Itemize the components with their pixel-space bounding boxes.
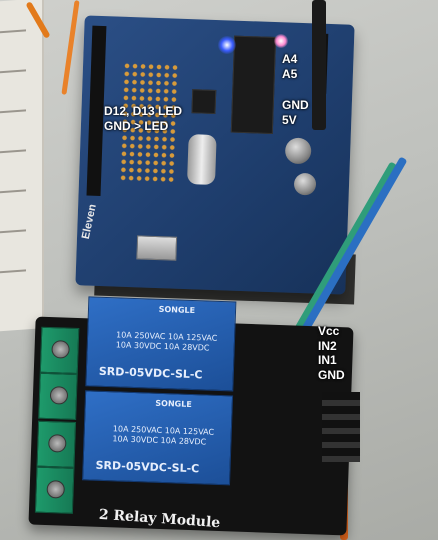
power-led <box>274 34 288 48</box>
screw-terminal <box>36 420 77 468</box>
relay-bottom: SONGLE 10A 250VAC 10A 125VAC 10A 30VDC 1… <box>82 390 234 486</box>
crystal-oscillator <box>186 134 217 186</box>
microcontroller-chip <box>230 35 277 135</box>
screw-terminal <box>34 466 75 514</box>
screw-terminal <box>39 326 80 375</box>
breadboard <box>0 0 44 332</box>
relay-brand: SONGLE <box>158 304 196 316</box>
blue-led <box>218 36 236 54</box>
relay-brand: SONGLE <box>155 398 192 410</box>
capacitor <box>284 137 312 165</box>
capacitor <box>293 172 317 196</box>
relay-module: SONGLE 10A 250VAC 10A 125VAC 10A 30VDC 1… <box>28 296 354 536</box>
relay-model: SRD-05VDC-SL-C <box>95 458 200 476</box>
screw-terminal <box>38 372 78 420</box>
arduino-brand-text: Eleven <box>79 203 99 241</box>
orange-wire <box>61 0 80 95</box>
relay-rating: 10A 250VAC 10A 125VAC 10A 30VDC 10A 28VD… <box>115 330 218 353</box>
small-chip <box>191 89 217 114</box>
relay-model: SRD-05VDC-SL-C <box>98 364 203 382</box>
relay-pin-header <box>322 392 360 462</box>
relay-top: SONGLE 10A 250VAC 10A 125VAC 10A 30VDC 1… <box>85 296 237 392</box>
relay-rating: 10A 250VAC 10A 125VAC 10A 30VDC 10A 28VD… <box>112 424 215 447</box>
usb-port <box>136 235 178 261</box>
module-label: 2 Relay Module <box>98 506 221 532</box>
black-cable <box>312 0 326 130</box>
